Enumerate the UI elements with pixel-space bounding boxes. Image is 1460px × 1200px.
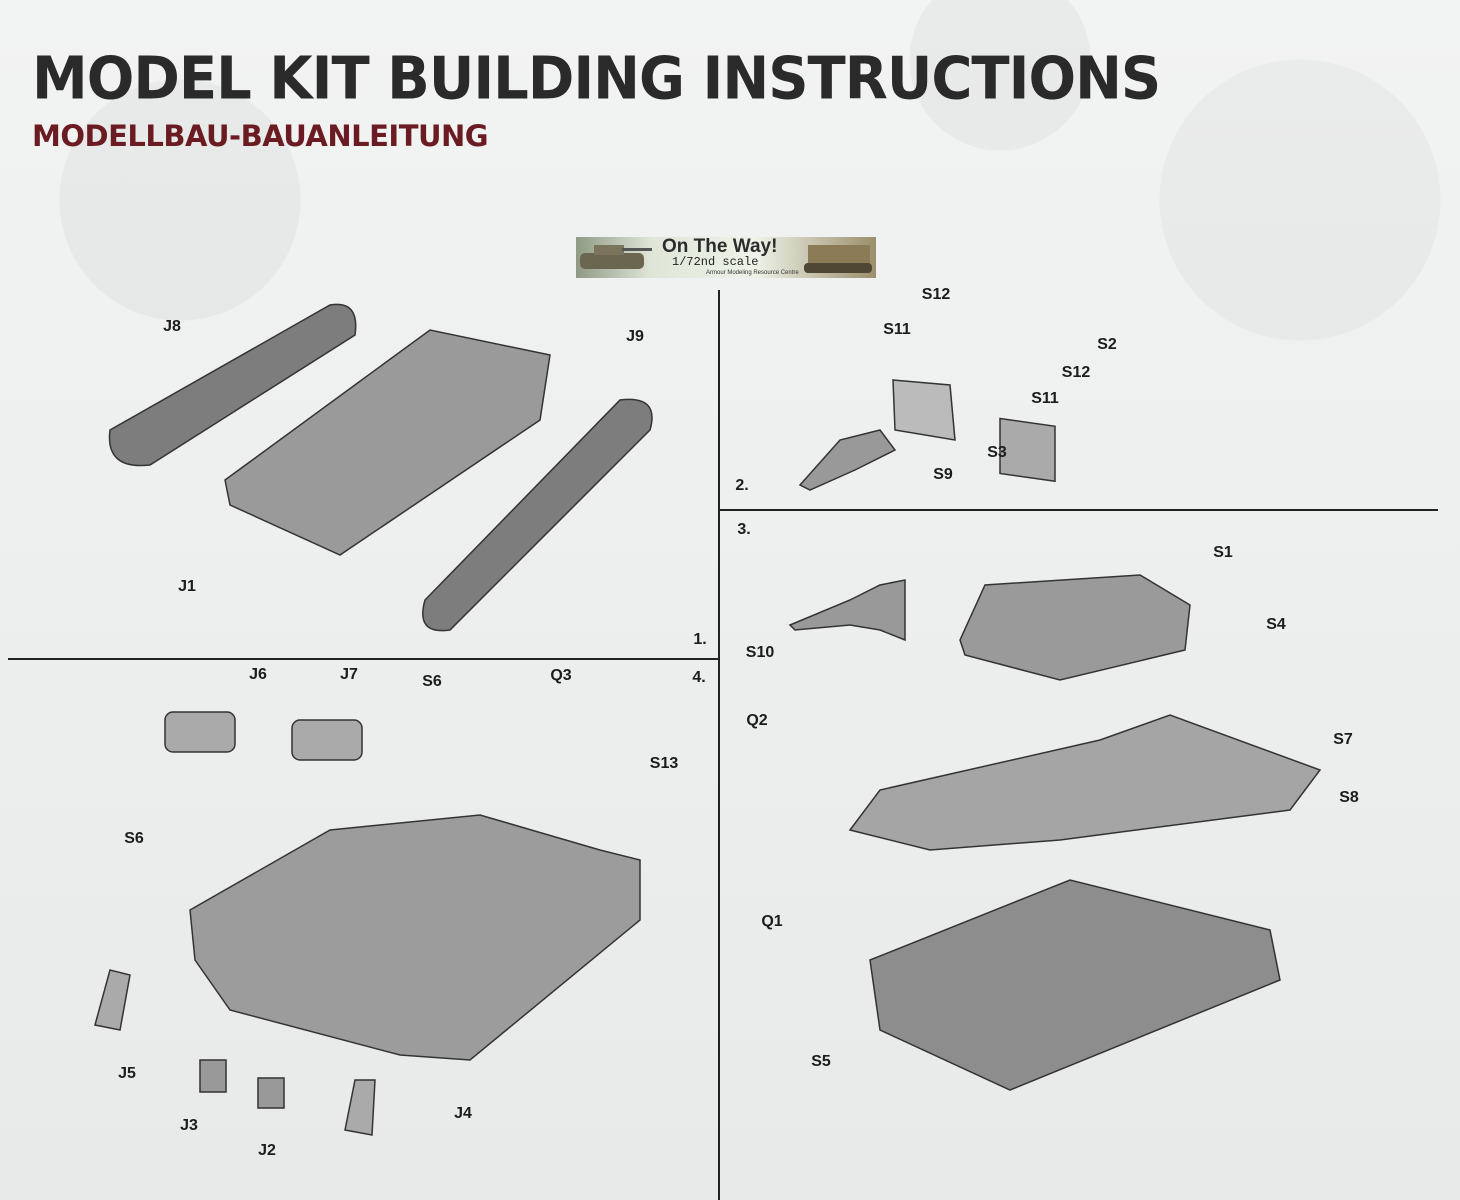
part-label: S12 <box>921 286 951 303</box>
part-j4 <box>344 1079 376 1136</box>
hull-j1 <box>224 329 551 556</box>
part-label: J1 <box>178 578 196 595</box>
part-j5 <box>94 969 131 1031</box>
gun-s9 <box>798 429 897 491</box>
logo-scale: 1/72nd scale <box>672 255 759 269</box>
step-number: 3. <box>737 521 751 538</box>
part-label: J4 <box>454 1105 472 1122</box>
step-number: 4. <box>692 669 706 686</box>
part-label: S11 <box>1031 390 1059 407</box>
part-label: J5 <box>118 1065 136 1082</box>
part-label: J3 <box>180 1117 198 1134</box>
divider-vertical <box>718 290 720 1200</box>
mantlet-s3 <box>892 379 956 441</box>
logo-title: On The Way! <box>662 237 778 257</box>
part-label: Q3 <box>550 667 572 684</box>
part-j3 <box>199 1059 227 1093</box>
part-label: S4 <box>1266 616 1286 633</box>
step-number: 1. <box>693 631 707 648</box>
superstructure-s1 <box>959 574 1191 681</box>
track-j8 <box>108 303 357 467</box>
part-label: S1 <box>1213 544 1233 561</box>
page-subtitle: Modellbau-Bauanleitung <box>32 119 489 153</box>
part-label: J6 <box>249 666 267 683</box>
lower-hull <box>869 879 1281 1091</box>
divider-step2-step3 <box>719 509 1438 511</box>
part-label: S6 <box>124 830 144 847</box>
part-label: S11 <box>883 321 911 338</box>
part-label: S10 <box>745 644 775 661</box>
part-j7 <box>291 719 363 761</box>
part-label: S9 <box>933 466 953 483</box>
part-label: J7 <box>340 666 358 683</box>
upper-hull <box>848 714 1322 851</box>
part-label: J9 <box>626 328 644 345</box>
part-label: J2 <box>258 1142 276 1159</box>
part-label: S13 <box>649 755 679 772</box>
part-label: S8 <box>1339 789 1359 806</box>
part-label: S2 <box>1097 336 1117 353</box>
part-label: S3 <box>987 444 1007 461</box>
part-label: S7 <box>1333 731 1353 748</box>
tank-images-icon <box>580 245 872 273</box>
rear-plate-s2 <box>999 417 1056 483</box>
logo-tagline: Armour Modeling Resource Centre <box>706 270 799 276</box>
on-the-way-logo: On The Way! 1/72nd scale Armour Modeling… <box>576 237 876 278</box>
step-number: 2. <box>735 477 749 494</box>
part-label: Q1 <box>761 913 783 930</box>
page-title: Model Kit Building Instructions <box>32 44 1161 114</box>
part-label: Q2 <box>746 712 768 729</box>
part-label: J8 <box>163 318 181 335</box>
gun-assembly <box>788 579 906 642</box>
part-j2 <box>257 1077 285 1109</box>
assembled-hull <box>189 814 641 1061</box>
track-j9 <box>422 398 653 632</box>
divider-step1-step4 <box>8 658 719 660</box>
part-label: S6 <box>422 673 442 690</box>
part-j6 <box>164 711 236 753</box>
part-label: S5 <box>811 1053 831 1070</box>
part-label: S12 <box>1061 364 1091 381</box>
